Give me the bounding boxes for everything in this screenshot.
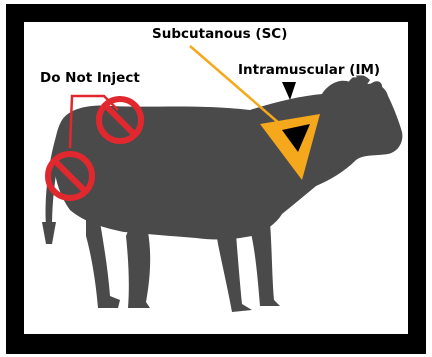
intramuscular-label: Intramuscular (IM) bbox=[238, 62, 380, 78]
do-not-inject-label: Do Not Inject bbox=[40, 70, 140, 86]
intramuscular-pointer bbox=[282, 82, 296, 100]
cow-tail-tip bbox=[42, 222, 56, 244]
cow-leg-front-left bbox=[216, 232, 252, 312]
subcutaneous-label: Subcutanous (SC) bbox=[152, 26, 287, 42]
cow-silhouette bbox=[42, 75, 402, 312]
cow-leg-front-right bbox=[250, 222, 280, 306]
cow-leg-back-right bbox=[126, 226, 150, 308]
